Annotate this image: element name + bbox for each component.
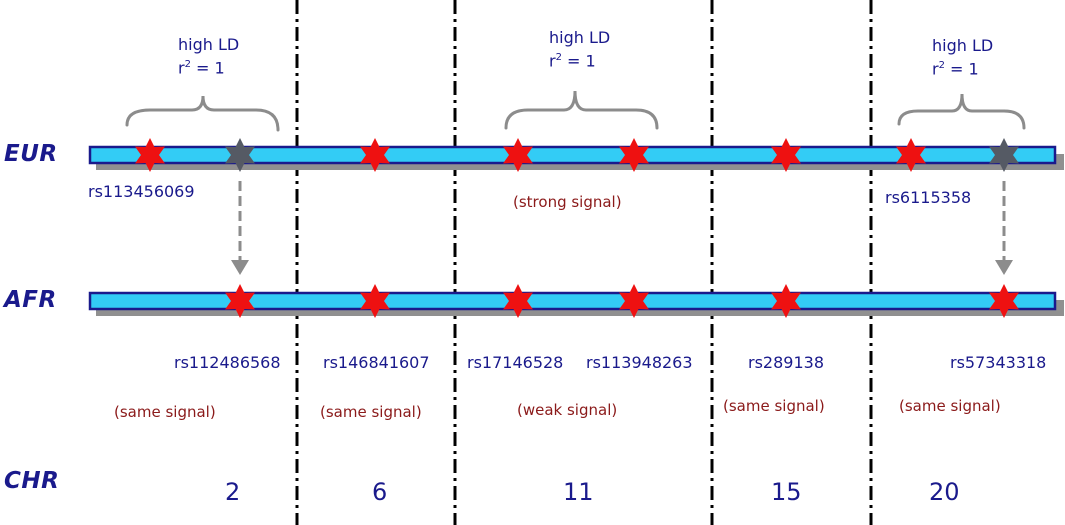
ld-annotation-middle: high LD r2 = 1: [549, 28, 610, 71]
afr-snp-2: rs146841607: [323, 353, 430, 372]
ld-text: high LD: [932, 36, 994, 55]
eur-label: EUR: [4, 141, 58, 167]
ld-annotation-left: high LD r2 = 1: [178, 35, 239, 78]
ld-arrows: [231, 181, 1013, 275]
afr-label: AFR: [4, 287, 57, 313]
signal-label-chr6: (same signal): [320, 403, 422, 421]
chromosome-number-15: 15: [771, 478, 802, 506]
ld-annotation-right: high LD r2 = 1: [932, 36, 993, 79]
chr-label: CHR: [4, 468, 60, 494]
chromosome-number-11: 11: [563, 478, 594, 506]
eur-signal-label: (strong signal): [513, 193, 622, 211]
ld-text: high LD: [178, 35, 240, 54]
chromosome-bars: [88, 145, 1064, 316]
arrow-right-head: [995, 260, 1013, 275]
ld-text: high LD: [549, 28, 611, 47]
ld-r2: r2 = 1: [178, 58, 225, 78]
ld-braces: [125, 90, 1026, 132]
ld-r2: r2 = 1: [549, 51, 596, 71]
ld-brace-middle: [504, 90, 659, 130]
afr-snp-3: rs17146528: [467, 353, 564, 372]
eur-snp-left: rs113456069: [88, 182, 195, 201]
signal-label-chr20: (same signal): [899, 397, 1001, 415]
chromosome-number-20: 20: [929, 478, 960, 506]
signal-label-chr11: (weak signal): [517, 401, 618, 419]
signal-label-chr2: (same signal): [114, 403, 216, 421]
chromosome-number-2: 2: [225, 478, 241, 506]
ld-r2: r2 = 1: [932, 59, 979, 79]
ld-brace-left: [125, 95, 280, 132]
eur-snp-right: rs6115358: [885, 188, 972, 207]
chromosome-number-6: 6: [372, 478, 388, 506]
signal-label-chr15: (same signal): [723, 397, 825, 415]
afr-bar: [88, 291, 1057, 311]
afr-snp-4: rs113948263: [586, 353, 693, 372]
afr-snp-6: rs57343318: [950, 353, 1047, 372]
ld-brace-right: [897, 93, 1026, 130]
afr-snp-1: rs112486568: [174, 353, 281, 372]
arrow-left-head: [231, 260, 249, 275]
section-dividers: [295, 0, 873, 525]
eur-bar: [88, 145, 1057, 165]
afr-snp-5: rs289138: [748, 353, 824, 372]
